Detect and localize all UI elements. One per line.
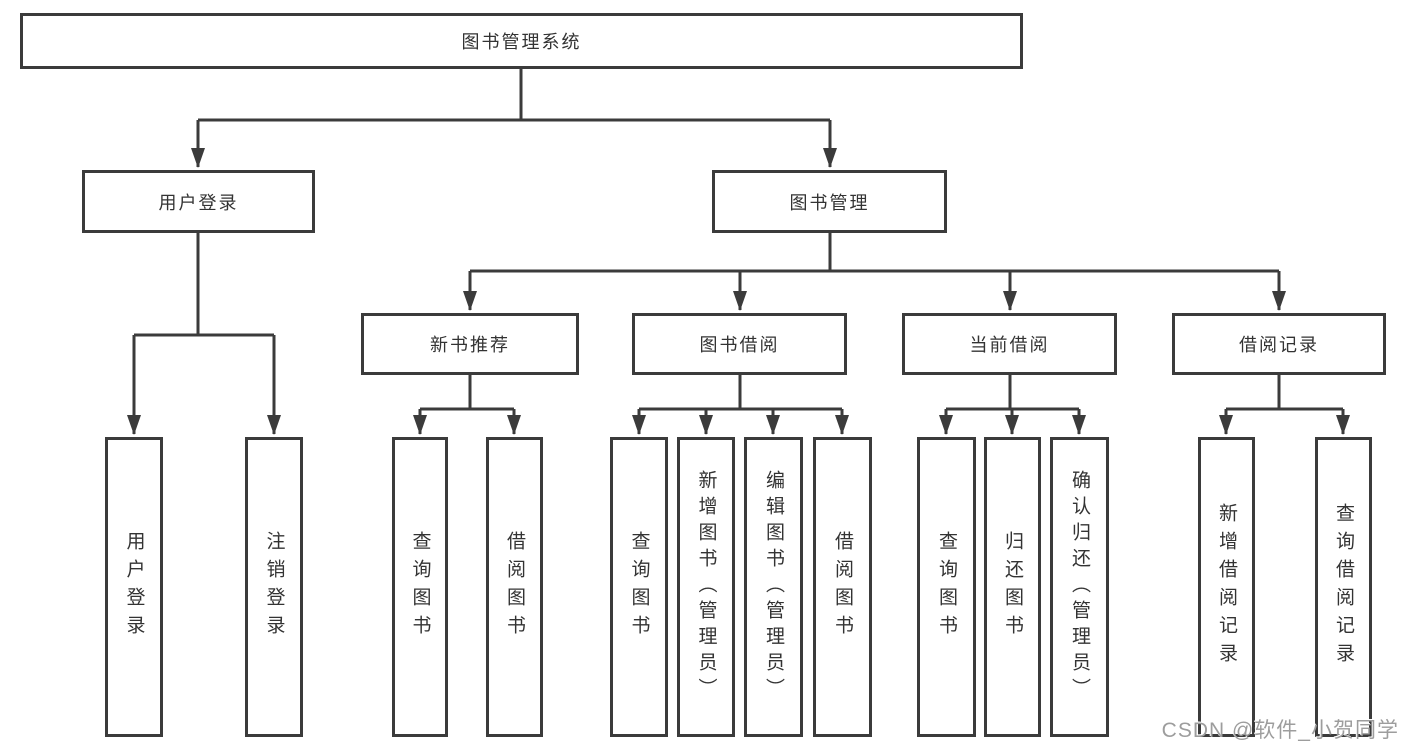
node-label: 确认归还（管理员）	[1069, 470, 1090, 704]
node-label: 借阅图书	[504, 531, 525, 643]
node-label: 新增图书（管理员）	[695, 470, 717, 704]
node-label: 借阅图书	[832, 531, 853, 643]
node-book-management: 图书管理	[712, 170, 947, 233]
watermark: CSDN @软件_小贺同学	[1161, 719, 1399, 742]
node-label: 查询图书	[628, 531, 650, 643]
node-user-login: 用户登录	[82, 170, 315, 233]
node-label: 编辑图书（管理员）	[763, 470, 784, 704]
leaf-current-query-book: 查询图书	[917, 437, 976, 737]
node-label: 借阅记录	[1239, 335, 1319, 355]
node-label: 新书推荐	[430, 335, 510, 355]
node-label: 图书借阅	[699, 335, 780, 355]
node-new-book-recommendation: 新书推荐	[361, 313, 579, 375]
node-label: 用户登录	[123, 531, 145, 643]
leaf-borrow-borrow-book: 借阅图书	[813, 437, 872, 737]
node-label: 归还图书	[1002, 531, 1023, 643]
node-label: 查询图书	[409, 531, 431, 643]
leaf-current-confirm-return-admin: 确认归还（管理员）	[1050, 437, 1109, 737]
node-current-borrowing: 当前借阅	[902, 313, 1117, 375]
node-label: 当前借阅	[969, 335, 1050, 355]
node-label: 图书管理系统	[461, 32, 582, 52]
node-book-borrowing: 图书借阅	[632, 313, 847, 375]
node-label: 查询借阅记录	[1333, 503, 1354, 671]
leaf-user-login: 用户登录	[105, 437, 163, 737]
leaf-borrow-query-book: 查询图书	[610, 437, 668, 737]
node-borrowing-records: 借阅记录	[1172, 313, 1386, 375]
node-label: 注销登录	[263, 531, 285, 643]
node-label: 查询图书	[936, 531, 957, 643]
leaf-logout: 注销登录	[245, 437, 303, 737]
leaf-record-query-borrow-record: 查询借阅记录	[1315, 437, 1372, 737]
node-label: 用户登录	[158, 192, 239, 213]
leaf-borrow-edit-book-admin: 编辑图书（管理员）	[744, 437, 803, 737]
leaf-borrow-add-book-admin: 新增图书（管理员）	[677, 437, 735, 737]
node-label: 图书管理	[789, 192, 870, 213]
leaf-record-add-borrow-record: 新增借阅记录	[1198, 437, 1255, 737]
leaf-recommend-query-book: 查询图书	[392, 437, 448, 737]
leaf-current-return-book: 归还图书	[984, 437, 1041, 737]
leaf-recommend-borrow-book: 借阅图书	[486, 437, 543, 737]
node-library-management-system: 图书管理系统	[20, 13, 1023, 69]
node-label: 新增借阅记录	[1216, 503, 1237, 671]
